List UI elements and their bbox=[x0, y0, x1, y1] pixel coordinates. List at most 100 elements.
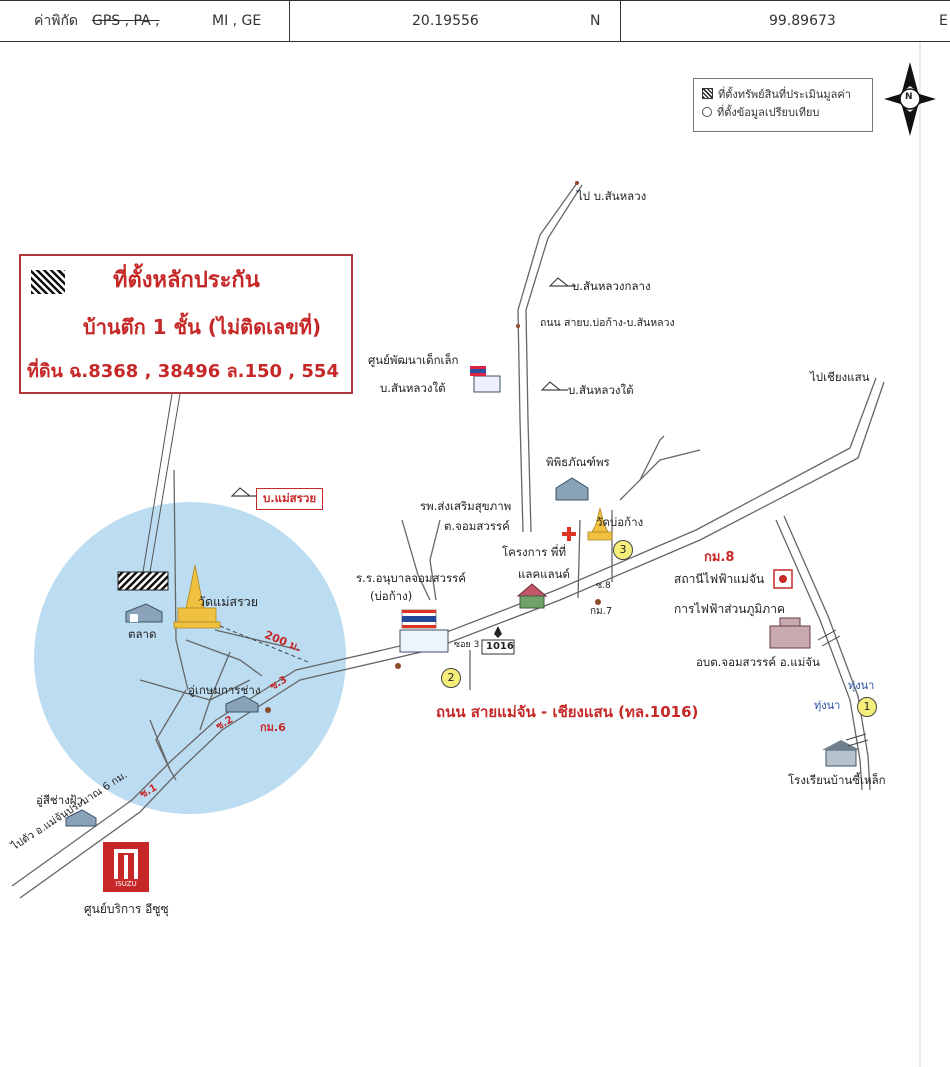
south-east-road-a bbox=[775, 519, 863, 791]
callout-title: ที่ตั้งหลักประกัน bbox=[113, 268, 260, 293]
subject-property-marker bbox=[117, 571, 169, 591]
label-child-center-1: ศูนย์พัฒนาเด็กเล็ก bbox=[368, 353, 459, 367]
label-school-ban-si-lek: โรงเรียนบ้านซี้เหล็ก bbox=[788, 773, 886, 787]
circle-road-6 bbox=[199, 651, 231, 731]
legend-row-subject: ที่ตั้งทรัพย์สินที่ประเมินมูลค่า bbox=[702, 87, 851, 103]
coord-systems: MI , GE bbox=[212, 13, 262, 29]
label-road-bo-kang-san-luang: ถนน สายบ.บ่อก้าง-บ.สันหลวง bbox=[540, 317, 675, 329]
callout-title-deeds: ที่ดิน ฉ.8368 , 38496 ล.150 , 554 bbox=[27, 361, 339, 382]
label-to-ban-san-luang: ไป บ.สันหลวง bbox=[577, 189, 647, 203]
label-project-2: แลคแลนด์ bbox=[518, 567, 570, 581]
label-km6: กม.6 bbox=[260, 721, 286, 734]
label-paint-shop: อู่สีช่างฝ้า bbox=[36, 793, 83, 807]
leader-line-1 bbox=[142, 393, 173, 573]
isuzu-logo-text: ISUZU bbox=[115, 880, 137, 888]
label-km8: กม.8 bbox=[704, 550, 735, 565]
label-power-station-1: สถานีไฟฟ้าแม่จัน bbox=[674, 572, 765, 586]
child-center-icon bbox=[470, 366, 501, 393]
label-wat-bo-kang: วัดบ่อก้าง bbox=[596, 515, 644, 529]
km-markers bbox=[265, 181, 601, 713]
legend-row-comparable: ที่ตั้งข้อมูลเปรียบเทียบ bbox=[702, 105, 819, 121]
label-wat-mae-suai: วัดแม่สรวย bbox=[198, 594, 259, 609]
label-ban-san-luang-klang: บ.สันหลวงกลาง bbox=[572, 279, 651, 293]
school-icon-ban-si-lek bbox=[822, 740, 860, 767]
lat-hemisphere: N bbox=[590, 13, 601, 29]
latitude-cell: 20.19556 N bbox=[290, 1, 621, 41]
label-school-anuban-2: (บ่อก้าง) bbox=[370, 589, 413, 603]
hatch-swatch-icon bbox=[702, 88, 713, 99]
main-highway-a bbox=[19, 381, 885, 899]
label-project-1: โครงการ พี่ที่ bbox=[502, 545, 567, 559]
coordinate-bar: ค่าพิกัด GPS , PA , MI , GE 20.19556 N 9… bbox=[0, 0, 950, 42]
road-network bbox=[11, 182, 885, 899]
label-child-center-2: บ.สันหลวงใต้ bbox=[380, 381, 446, 395]
soi-8-road bbox=[577, 519, 581, 599]
collateral-callout: ที่ตั้งหลักประกัน บ้านตึก 1 ชั้น (ไม่ติด… bbox=[19, 254, 353, 394]
label-thung-na-1: ทุ่งนา bbox=[848, 679, 875, 692]
main-highway-b bbox=[11, 377, 877, 887]
school-road-a bbox=[401, 519, 431, 601]
legend-comparable-label: ที่ตั้งข้อมูลเปรียบเทียบ bbox=[717, 106, 820, 119]
label-ban-san-luang-tai: บ.สันหลวงใต้ bbox=[568, 383, 634, 397]
house-san-luang-tai bbox=[540, 381, 568, 391]
label-to-chiang-saen: ไปเชียงแสน bbox=[810, 370, 870, 384]
compass-icon bbox=[884, 62, 936, 136]
callout-building: บ้านตึก 1 ชั้น (ไม่ติดเลขที่) bbox=[83, 315, 322, 339]
lon-hemisphere: E bbox=[939, 13, 948, 29]
label-ban-mae-suai: บ.แม่สรวย bbox=[256, 488, 324, 510]
distance-line bbox=[219, 625, 309, 663]
label-isuzu-center: ศูนย์บริการ อีซูซุ bbox=[84, 902, 169, 916]
paint-shop-icon bbox=[65, 809, 97, 827]
route-shield-number: 1016 bbox=[486, 641, 514, 652]
comparable-marker-2: 2 bbox=[441, 668, 461, 688]
label-repair-shop: อู่เกษมการช่าง bbox=[188, 683, 261, 697]
circle-road-north bbox=[173, 469, 189, 691]
label-museum: พิพิธภัณฑ์พร bbox=[546, 455, 610, 469]
power-station-icon bbox=[773, 569, 793, 589]
school-anuban-icon bbox=[399, 609, 449, 653]
circle-road-3 bbox=[185, 639, 263, 677]
market-icon bbox=[125, 603, 163, 623]
housing-project-icon bbox=[516, 583, 548, 609]
legend-subject-label: ที่ตั้งทรัพย์สินที่ประเมินมูลค่า bbox=[718, 88, 851, 101]
house-san-luang-klang bbox=[548, 277, 576, 287]
coord-label-prefix: ค่าพิกัด bbox=[34, 13, 79, 29]
leader-line-2 bbox=[149, 393, 181, 573]
coord-struck-systems: GPS , PA , bbox=[92, 13, 160, 29]
coordinate-systems-cell: ค่าพิกัด GPS , PA , MI , GE bbox=[0, 1, 290, 41]
label-market: ตลาด bbox=[128, 627, 157, 641]
latitude-value: 20.19556 bbox=[412, 13, 479, 29]
label-thung-na-2: ทุ่งนา bbox=[814, 699, 841, 712]
label-main-road: ถนน สายแม่จัน - เชียงแสน (ทล.1016) bbox=[436, 703, 699, 721]
label-hospital-1: รพ.ส่งเสริมสุขภาพ bbox=[420, 499, 512, 513]
temple-icon-mae-suai bbox=[173, 564, 221, 629]
route-shield-icon bbox=[481, 626, 515, 655]
label-power-station-2: การไฟฟ้าส่วนภูมิภาค bbox=[674, 602, 785, 616]
isuzu-logo-icon: ISUZU bbox=[103, 842, 149, 892]
area-circle bbox=[34, 502, 346, 814]
callout-hatch-swatch bbox=[31, 270, 65, 294]
label-soi3b: ซอย 3 bbox=[454, 640, 480, 650]
sao-building-icon bbox=[769, 617, 811, 649]
comparable-marker-1: 1 bbox=[857, 697, 877, 717]
hospital-cross-icon bbox=[562, 527, 576, 541]
temple-icon-bo-kang bbox=[587, 507, 613, 541]
compass-north-letter: N bbox=[905, 92, 913, 102]
north-road-a bbox=[517, 182, 578, 533]
bridge-marks bbox=[817, 629, 869, 747]
north-road-b bbox=[525, 184, 583, 533]
label-sao: อบต.จอมสวรรค์ อ.แม่จัน bbox=[696, 655, 820, 669]
legend-box: ที่ตั้งทรัพย์สินที่ประเมินมูลค่า ที่ตั้ง… bbox=[693, 78, 873, 132]
school-road-b bbox=[429, 519, 441, 601]
label-school-anuban-1: ร.ร.อนุบาลจอมสวรรค์ bbox=[356, 571, 466, 585]
circle-swatch-icon bbox=[702, 107, 712, 117]
repair-shop-icon bbox=[225, 695, 259, 713]
circle-road-5 bbox=[155, 689, 187, 771]
label-soi8: ซ.8 bbox=[596, 581, 611, 591]
ne-branch-road-2 bbox=[639, 435, 665, 481]
label-km7: กม.7 bbox=[590, 606, 613, 617]
ne-branch-road bbox=[619, 449, 701, 501]
longitude-cell: 99.89673 E bbox=[621, 1, 950, 41]
label-hospital-2: ต.จอมสวรรค์ bbox=[444, 519, 510, 533]
museum-icon bbox=[555, 477, 589, 501]
